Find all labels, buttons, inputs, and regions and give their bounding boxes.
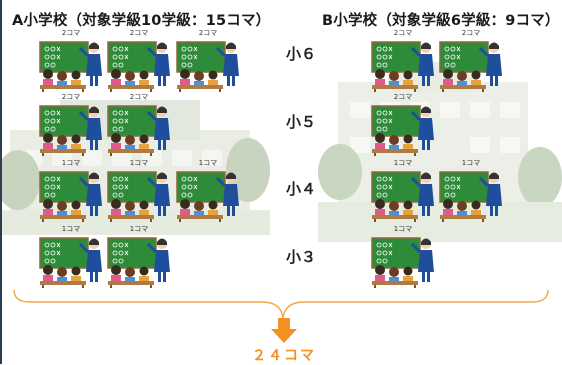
class-illustration [438,170,504,222]
koma-label: 1コマ [393,225,413,233]
koma-label: 2コマ [461,29,481,37]
class-illustration [370,170,436,222]
koma-label: 2コマ [393,29,413,37]
class-illustration [106,40,172,92]
class-illustration [106,170,172,222]
koma-label: 1コマ [61,225,81,233]
class-illustration [370,104,436,156]
koma-label: 2コマ [129,29,149,37]
grade-label-4: 小４ [286,180,317,198]
koma-label: 1コマ [129,159,149,167]
class-illustration [370,40,436,92]
koma-label: 1コマ [61,159,81,167]
class-illustration [38,170,104,222]
koma-label: 2コマ [129,93,149,101]
school-b-title: B小学校（対象学級6学級：9コマ） [322,13,560,29]
koma-label: 1コマ [129,225,149,233]
koma-label: 2コマ [61,29,81,37]
class-illustration [438,40,504,92]
koma-label: 2コマ [198,29,218,37]
school-a-title: A小学校（対象学級10学級：15コマ） [12,13,271,29]
koma-label: 1コマ [393,159,413,167]
class-illustration [38,236,104,288]
class-illustration [370,236,436,288]
koma-label: 2コマ [61,93,81,101]
class-illustration [106,236,172,288]
total-brace [13,289,549,319]
grade-label-6: 小６ [286,45,317,63]
down-arrow-icon [271,318,297,343]
grade-label-3: 小３ [286,248,317,266]
koma-label: 2コマ [393,93,413,101]
grade-label-5: 小５ [286,113,317,131]
class-illustration [175,170,241,222]
class-illustration [106,104,172,156]
class-illustration [175,40,241,92]
koma-label: 1コマ [461,159,481,167]
total-koma: ２４コマ [252,348,316,364]
class-illustration [38,40,104,92]
class-illustration [38,104,104,156]
koma-label: 1コマ [198,159,218,167]
